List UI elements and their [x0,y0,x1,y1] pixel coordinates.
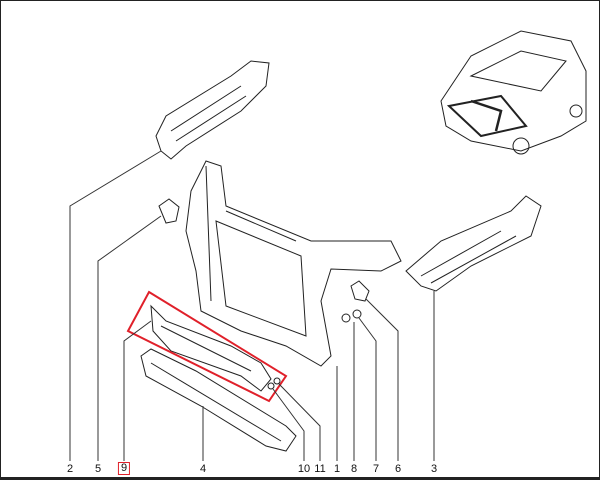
callout-label-9-highlighted[interactable]: 9 [117,462,131,475]
part-3-right-rail [405,195,542,292]
part-7-washer [352,309,362,319]
callout-label-6: 6 [394,463,402,475]
part-6-bracket [350,280,370,302]
callout-label-8: 8 [350,463,358,475]
part-4-bumper-beam [140,348,297,452]
callout-label-10: 10 [297,463,311,475]
callout-label-4: 4 [199,463,207,475]
leader-lines [69,150,435,461]
vehicle-thumbnail [440,30,587,155]
part-2-upper-rail [155,60,270,160]
callout-label-7: 7 [372,463,380,475]
part-8-nut [341,313,351,323]
callout-label-2: 2 [66,463,74,475]
callout-label-3: 3 [430,463,438,475]
part-10-bolt [267,382,275,390]
part-11-clip [273,377,281,385]
callout-label-5: 5 [94,463,102,475]
part-5-bracket [158,198,180,224]
callout-label-1: 1 [333,463,341,475]
part-9-lower-crossmember [126,290,288,403]
callout-label-11: 11 [314,463,326,475]
part-1-front-panel [185,160,402,367]
